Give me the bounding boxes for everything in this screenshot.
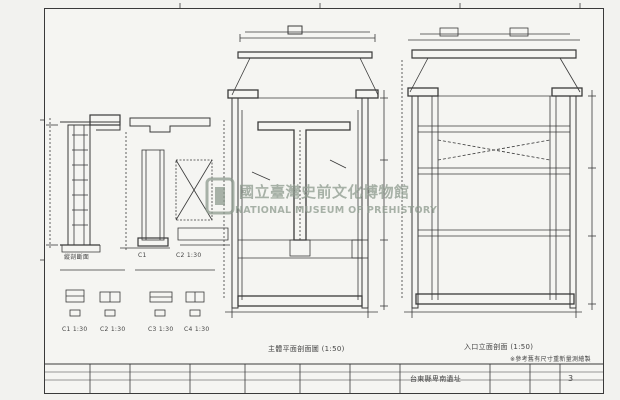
left-caption-3: C2 1:30: [176, 252, 202, 259]
drawing-sheet: [44, 8, 604, 394]
watermark-english: NATIONAL MUSEUM OF PREHISTORY: [235, 205, 438, 216]
watermark-chinese: 國立臺灣史前文化博物館: [239, 183, 410, 201]
main-section-title: 主體平面剖面圖 (1:50): [268, 345, 345, 353]
museum-watermark: 國立臺灣史前文化博物館 NATIONAL MUSEUM OF PREHISTOR…: [205, 173, 455, 235]
detail-c4-label: C4 1:30: [184, 326, 210, 333]
main-section: [223, 25, 388, 318]
detail-c2-label: C2 1:30: [100, 326, 126, 333]
title-block: [44, 363, 604, 394]
left-caption-1: 縱剖斷面: [64, 254, 90, 261]
small-details: [60, 269, 215, 317]
right-section: [401, 27, 596, 318]
sheet-number: 3: [568, 374, 574, 383]
detail-c1-label: C1 1:30: [62, 326, 88, 333]
project-name: 台東縣卑南遺址: [410, 375, 462, 383]
footnote: ※參考舊有尺寸重新量測繪製: [510, 356, 591, 363]
museum-logo-icon: [205, 177, 235, 215]
left-wall-section: [46, 114, 121, 253]
border-ticks: [40, 3, 581, 261]
left-caption-2: C1: [138, 252, 147, 259]
detail-c3-label: C3 1:30: [148, 326, 174, 333]
right-section-title: 入口立面剖面 (1:50): [464, 343, 534, 351]
